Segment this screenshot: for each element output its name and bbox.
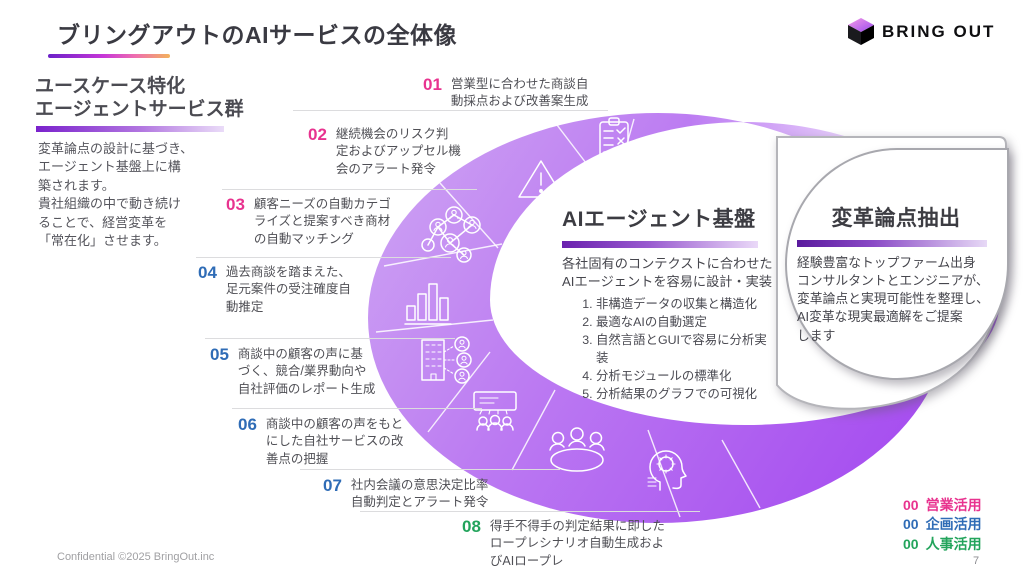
brand-logo: BRING OUT xyxy=(848,18,995,45)
use-case-text: 商談中の顧客の声をもと にした自社サービスの改 善点の把握 xyxy=(265,417,404,466)
divider-line xyxy=(222,189,477,190)
use-case-number: 02 xyxy=(308,125,327,144)
divider-line xyxy=(360,511,700,512)
use-case-text: 継続機会のリスク判 定およびアップセル機 会のアラート発令 xyxy=(335,127,461,176)
segment-dividers xyxy=(375,118,761,518)
platform-underline xyxy=(562,241,758,248)
use-case-number: 01 xyxy=(423,75,442,94)
extraction-leaf: 変革論点抽出 経験豊富なトップファーム出身 コンサルタントとエンジニアが、 変革… xyxy=(785,148,1009,380)
title-underline xyxy=(48,54,170,58)
clipboard-check-icon xyxy=(599,117,629,159)
use-case-number: 05 xyxy=(210,345,229,364)
platform-feature: 最適なAIの自動選定 xyxy=(596,314,776,332)
platform-feature: 分析結果のグラフでの可視化 xyxy=(596,386,776,404)
platform-heading: AIエージェント基盤 xyxy=(562,208,756,231)
use-case-text: 得手不得手の判定結果に即した ロープレシナリオ自動生成およ びAIロープレ xyxy=(489,519,665,568)
use-case-text: 営業型に合わせた商談自 動採点および改善案生成 xyxy=(450,77,589,109)
use-case-item-02: 02 継続機会のリスク判 定およびアップセル機 会のアラート発令 xyxy=(308,125,483,178)
crescent-ring xyxy=(368,113,1000,523)
use-case-item-03: 03 顧客ニーズの自動カテゴ ライズと提案すべき商材 の自動マッチング xyxy=(226,195,416,248)
use-case-number: 03 xyxy=(226,195,245,214)
crescent-top-fade xyxy=(690,106,966,137)
use-case-number: 08 xyxy=(462,517,481,536)
use-case-text: 社内会議の意思決定比率 自動判定とアラート発令 xyxy=(350,478,489,510)
left-panel-heading: ユースケース特化 エージェントサービス群 xyxy=(35,76,244,120)
use-case-item-06: 06 商談中の顧客の声をもと にした自社サービスの改 善点の把握 xyxy=(238,415,428,468)
use-case-item-05: 05 商談中の顧客の声に基 づく、競合/業界動向や 自社評価のレポート生成 xyxy=(210,345,395,398)
extraction-heading: 変革論点抽出 xyxy=(831,207,961,230)
use-case-text: 商談中の顧客の声に基 づく、競合/業界動向や 自社評価のレポート生成 xyxy=(237,347,376,396)
presentation-icon xyxy=(473,391,517,431)
use-case-number: 04 xyxy=(198,263,217,282)
page-title: ブリングアウトのAIサービスの全体像 xyxy=(57,22,457,48)
platform-feature-list: 非構造データの収集と構造化 最適なAIの自動選定 自然言語とGUIで容易に分析実… xyxy=(562,296,776,404)
use-case-number: 06 xyxy=(238,415,257,434)
divider-line xyxy=(293,110,608,111)
bar-chart-icon xyxy=(404,283,452,325)
divider-line xyxy=(205,338,455,339)
page-number: 7 xyxy=(973,555,980,567)
use-case-text: 過去商談を踏まえた、 足元案件の受注確度自 動推定 xyxy=(225,265,351,314)
company-voices-icon xyxy=(421,336,472,384)
left-panel-underline xyxy=(36,126,224,132)
brand-name: BRING OUT xyxy=(882,21,996,41)
people-network-icon xyxy=(421,206,481,263)
cube-logo-icon xyxy=(848,18,874,45)
platform-panel: AIエージェント基盤 各社固有のコンテクストに合わせた AIエージェントを容易に… xyxy=(562,203,776,404)
use-case-item-04: 04 過去商談を踏まえた、 足元案件の受注確度自 動推定 xyxy=(198,263,378,316)
platform-feature: 自然言語とGUIで容易に分析実装 xyxy=(596,332,776,368)
use-case-item-07: 07 社内会議の意思決定比率 自動判定とアラート発令 xyxy=(323,476,523,512)
extraction-underline xyxy=(797,240,987,247)
divider-line xyxy=(196,257,451,258)
left-panel-description: 変革論点の設計に基づき、 エージェント基盤上に構 築されます。 貴社組織の中で動… xyxy=(38,141,194,249)
platform-feature: 分析モジュールの標準化 xyxy=(596,368,776,386)
platform-description: 各社固有のコンテクストに合わせた AIエージェントを容易に設計・実装 xyxy=(562,256,773,290)
use-case-item-01: 01 営業型に合わせた商談自 動採点および改善案生成 xyxy=(423,75,611,111)
use-case-item-08: 08 得手不得手の判定結果に即した ロープレシナリオ自動生成およ びAIロープレ xyxy=(462,517,692,570)
ai-head-icon xyxy=(647,450,687,491)
extraction-description: 経験豊富なトップファーム出身 コンサルタントとエンジニアが、 変革論点と実現可能… xyxy=(797,255,989,343)
meeting-table-icon xyxy=(549,427,605,472)
divider-line xyxy=(232,408,482,409)
use-case-number: 07 xyxy=(323,476,342,495)
platform-feature: 非構造データの収集と構造化 xyxy=(596,296,776,314)
warning-triangle-icon xyxy=(518,160,564,198)
use-case-text: 顧客ニーズの自動カテゴ ライズと提案すべき商材 の自動マッチング xyxy=(253,197,391,246)
divider-line xyxy=(300,469,560,470)
confidential-footer: Confidential ©2025 BringOut.inc xyxy=(57,551,215,563)
